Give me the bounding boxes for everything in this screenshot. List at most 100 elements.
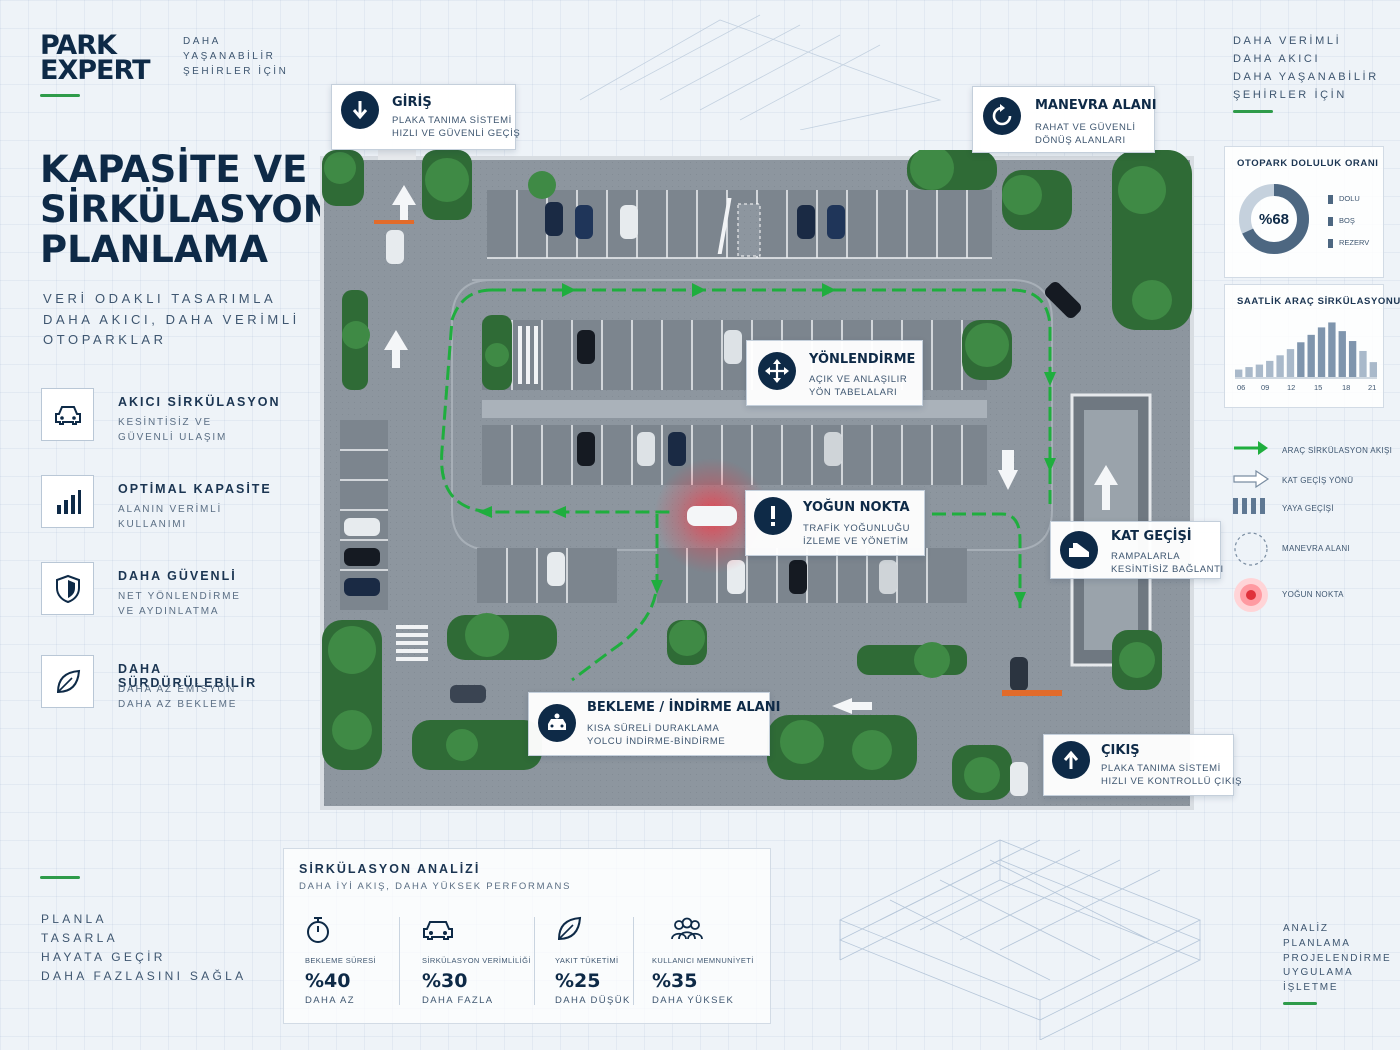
bar-chart-icon	[41, 475, 94, 528]
leaf-icon	[41, 655, 94, 708]
legend-pedestrian: YAYA GEÇİŞİ	[1232, 496, 1392, 526]
hourly-bar	[1369, 362, 1377, 377]
occupancy-donut	[1239, 184, 1309, 254]
callout-dropoff[interactable]: BEKLEME / İNDİRME ALANI KISA SÜRELİ DURA…	[528, 692, 780, 756]
feature-title: DAHA SÜRDÜRÜLEBİLİR	[118, 662, 258, 690]
analysis-title: SİRKÜLASYON ANALİZİ	[299, 862, 481, 876]
pedestrian-stripes-icon	[1233, 498, 1265, 514]
hourly-bar	[1276, 355, 1284, 377]
metric-sub: DAHA FAZLA	[422, 995, 494, 1006]
legend-label: YOĞUN NOKTA	[1282, 590, 1344, 599]
callout-title: YÖNLENDİRME	[809, 352, 916, 367]
metric-wait-time: BEKLEME SÜRESİ %40 DAHA AZ	[305, 915, 405, 1011]
step-item: PLANLA	[41, 912, 107, 926]
hourly-tick: 09	[1261, 383, 1270, 392]
metric-label: SİRKÜLASYON VERİMLİLİĞİ	[422, 956, 531, 965]
logo-line-1: PARK	[40, 30, 117, 61]
brand-tagline: DAHA YAŞANABİLİR ŞEHİRLER İÇİN	[183, 34, 288, 79]
users-icon	[671, 917, 703, 940]
legend-maneuver: MANEVRA ALANI	[1232, 530, 1392, 570]
metric-sub: DAHA DÜŞÜK	[555, 995, 631, 1006]
outline-arrow-icon	[1233, 469, 1270, 489]
metric-satisfaction: KULLANICI MEMNUNİYETİ %35 DAHA YÜKSEK	[652, 915, 762, 1011]
hotspot-car	[687, 506, 737, 526]
exit-arrow-icon	[1052, 741, 1090, 779]
hourly-tick: 12	[1287, 383, 1296, 392]
alert-icon	[754, 497, 792, 535]
hourly-tick: 15	[1314, 383, 1323, 392]
hourly-bar	[1266, 360, 1274, 377]
right-steps-list: ANALİZ PLANLAMA PROJELENDİRME UYGULAMA İ…	[1283, 922, 1391, 996]
metric-fuel: YAKIT TÜKETİMİ %25 DAHA DÜŞÜK	[555, 915, 635, 1011]
car-icon	[423, 921, 453, 940]
turn-circle-icon	[983, 97, 1021, 135]
circulation-flow	[440, 288, 1052, 682]
analysis-panel: SİRKÜLASYON ANALİZİ DAHA İYİ AKIŞ, DAHA …	[283, 848, 771, 1024]
right-tagline-line: DAHA YAŞANABİLİR	[1233, 71, 1379, 83]
legend-label: KAT GEÇİŞ YÖNÜ	[1282, 476, 1354, 485]
right-step-item: İŞLETME	[1283, 982, 1339, 994]
step-item: TASARLA	[41, 931, 118, 945]
logo-line-2: EXPERT	[40, 55, 150, 86]
hero-subtitle-line: VERİ ODAKLI TASARIMLA	[43, 291, 277, 306]
callout-title: GİRİŞ	[392, 95, 432, 110]
metric-divider	[534, 917, 535, 1005]
right-step-item: UYGULAMA	[1283, 967, 1354, 979]
feature-title: AKICI SİRKÜLASYON	[118, 395, 281, 409]
hourly-axis: 06 09 12 15 18 21	[1235, 383, 1377, 395]
tagline-line: DAHA	[183, 36, 221, 47]
right-step-item: PLANLAMA	[1283, 937, 1351, 949]
metric-label: YAKIT TÜKETİMİ	[555, 956, 619, 965]
green-rule	[40, 876, 80, 879]
dashed-circle-icon	[1234, 532, 1268, 566]
metric-value: %40	[305, 970, 351, 992]
stopwatch-icon	[307, 917, 329, 943]
feature-title: OPTİMAL KAPASİTE	[118, 482, 272, 496]
hero-title-line: KAPASİTE VE	[40, 148, 308, 191]
metric-value: %35	[652, 970, 698, 992]
ramp-icon	[1060, 531, 1098, 569]
hourly-tick: 18	[1342, 383, 1351, 392]
legend-label: YAYA GEÇİŞİ	[1282, 504, 1334, 513]
hourly-bar	[1255, 364, 1264, 377]
hourly-title: SAATLİK ARAÇ SİRKÜLASYONU	[1237, 296, 1400, 307]
occupancy-legend: DOLU BOŞ REZERV	[1328, 188, 1369, 254]
donut-filled-arc	[1239, 184, 1309, 254]
hourly-bar	[1359, 350, 1367, 377]
feature-title: DAHA GÜVENLİ	[118, 569, 237, 583]
hourly-bar	[1235, 369, 1243, 377]
passenger-car-icon	[538, 704, 576, 742]
hourly-bar	[1328, 322, 1336, 377]
legend-label: MANEVRA ALANI	[1282, 544, 1350, 553]
hero-subtitle-line: OTOPARKLAR	[43, 332, 167, 347]
occupancy-title: OTOPARK DOLULUK ORANI	[1237, 158, 1379, 169]
right-tagline-line: DAHA AKICI	[1233, 53, 1321, 65]
green-rule	[40, 94, 80, 97]
hourly-bar	[1348, 341, 1357, 377]
car-icon	[41, 388, 94, 441]
brand-logo[interactable]: PARK EXPERT	[40, 30, 150, 86]
legend-label: ARAÇ SİRKÜLASYON AKIŞI	[1282, 446, 1393, 455]
metric-circulation-efficiency: SİRKÜLASYON VERİMLİLİĞİ %30 DAHA FAZLA	[422, 915, 537, 1011]
legend-hotspot: YOĞUN NOKTA	[1232, 576, 1392, 616]
entry-arrow-icon	[341, 91, 379, 129]
hourly-bar	[1245, 367, 1253, 377]
flow-arrowheads	[478, 283, 1056, 606]
hero-title-line: SİRKÜLASYON	[40, 188, 334, 231]
